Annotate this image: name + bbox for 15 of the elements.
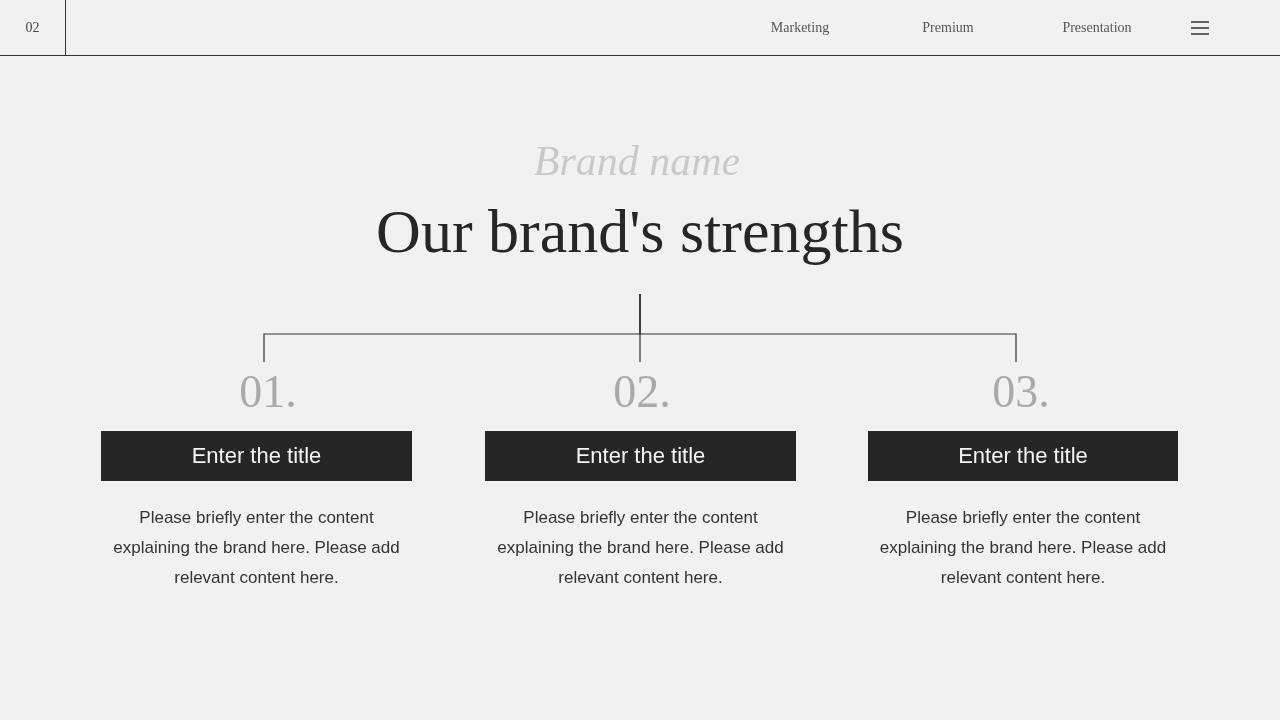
step-number: 01.	[233, 362, 303, 416]
step-number: 02.	[607, 362, 677, 416]
connector-line	[639, 293, 1017, 363]
page-number: 02	[0, 0, 66, 56]
nav-link: Marketing	[770, 19, 830, 37]
step-number: 03.	[986, 362, 1056, 416]
slide-title: Our brand's strengths	[375, 196, 905, 267]
nav-link: Premium	[922, 19, 974, 37]
description-text: Please briefly enter the content explaining the brand here. Please add relevant content here.	[496, 507, 785, 589]
title-box: Enter the title	[485, 431, 796, 481]
title-box: Enter the title	[868, 431, 1178, 481]
title-box: Enter the title	[101, 431, 412, 481]
nav-link: Presentation	[1062, 19, 1132, 37]
description-text: Please briefly enter the content explaining the brand here. Please add relevant content here.	[878, 507, 1168, 589]
description-text: Please briefly enter the content explaining the brand here. Please add relevant content here.	[112, 507, 401, 589]
